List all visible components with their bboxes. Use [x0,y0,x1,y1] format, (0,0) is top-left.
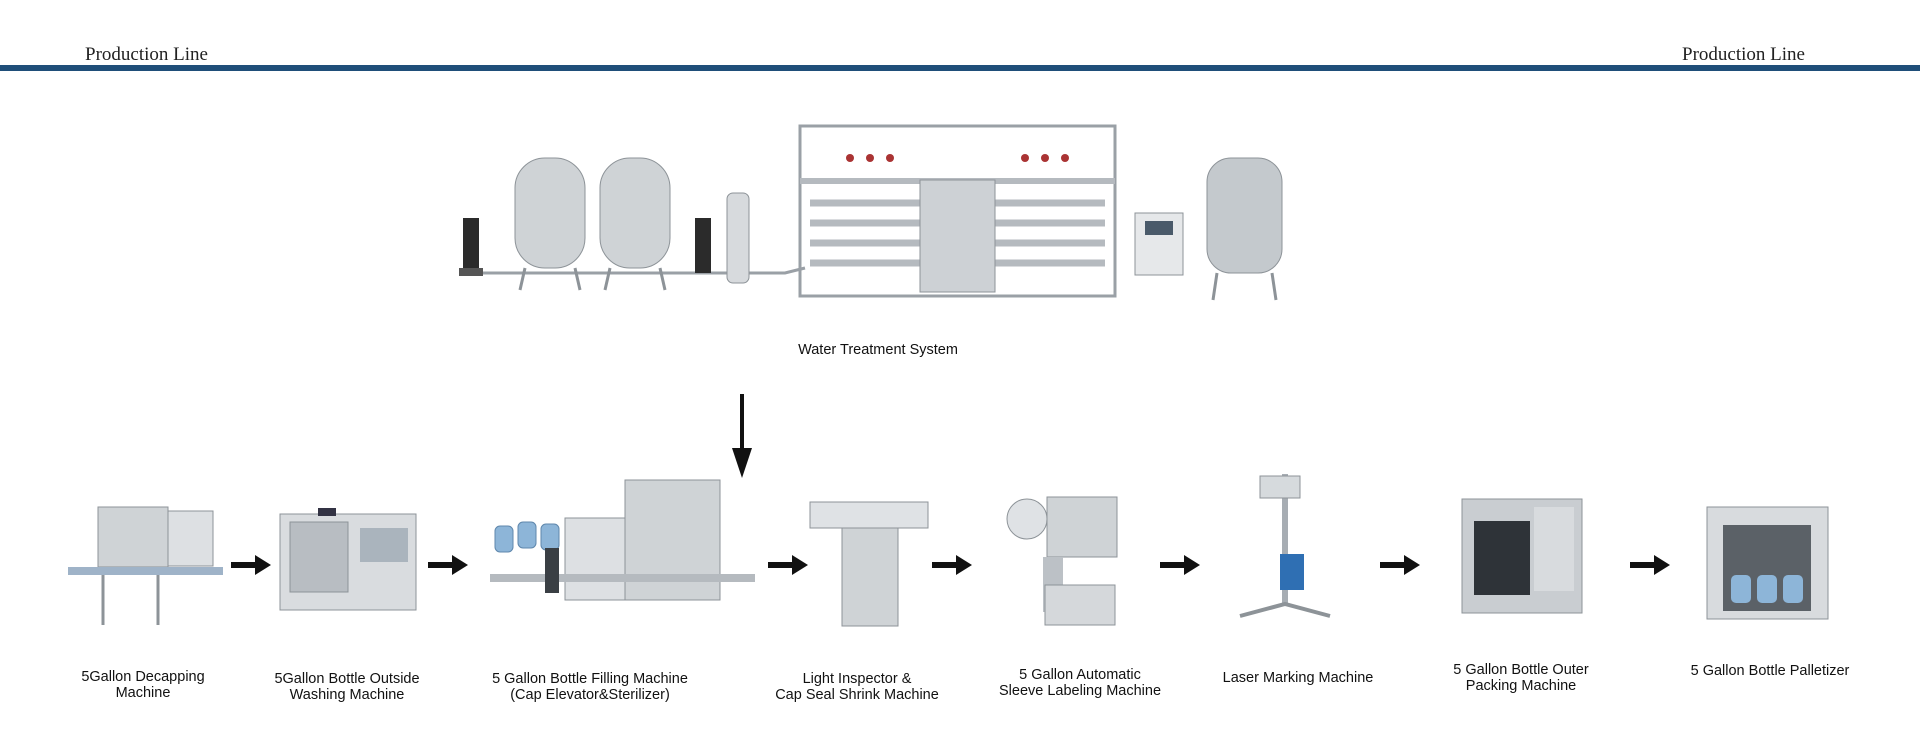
machine-label-5: 5 Gallon Automatic Sleeve Labeling Machi… [998,667,1162,699]
header-deco-right [1660,66,1850,71]
arrow-right-icon [1380,555,1420,575]
outer-packing-machine-image [1461,498,1583,614]
machine-label-7: 5 Gallon Bottle Outer Packing Machine [1453,662,1589,694]
machine-label-3: 5 Gallon Bottle Filling Machine (Cap Ele… [492,671,688,703]
arrow-right-icon [932,555,972,575]
header-deco-left [70,66,260,71]
arrow-right-icon [768,555,808,575]
arrow-right-icon [428,555,468,575]
water-treatment-label: Water Treatment System [798,342,958,358]
arrow-right-icon [1630,555,1670,575]
laser-marking-machine-image [1239,474,1331,618]
washing-machine-image [279,508,417,611]
sleeve-labeling-machine-image [1006,496,1118,626]
machine-label-6: Laser Marking Machine [1222,670,1374,686]
arrow-right-icon [231,555,271,575]
header-title-right: Production Line [1682,44,1805,65]
machine-label-8: 5 Gallon Bottle Palletizer [1690,663,1850,679]
filling-machine-image [490,479,755,601]
arrow-right-icon [1160,555,1200,575]
water-treatment-illustration [459,124,1283,301]
header-rule [0,65,1920,71]
machine-label-4: Light Inspector & Cap Seal Shrink Machin… [775,671,939,703]
light-inspector-image [809,501,929,627]
machine-label-1: 5Gallon Decapping Machine [81,669,205,701]
decapping-machine-image [68,506,223,625]
machine-label-2: 5Gallon Bottle Outside Washing Machine [274,671,420,703]
palletizer-image [1706,506,1829,620]
down-arrow-icon [732,394,752,478]
header-title-left: Production Line [85,44,208,65]
